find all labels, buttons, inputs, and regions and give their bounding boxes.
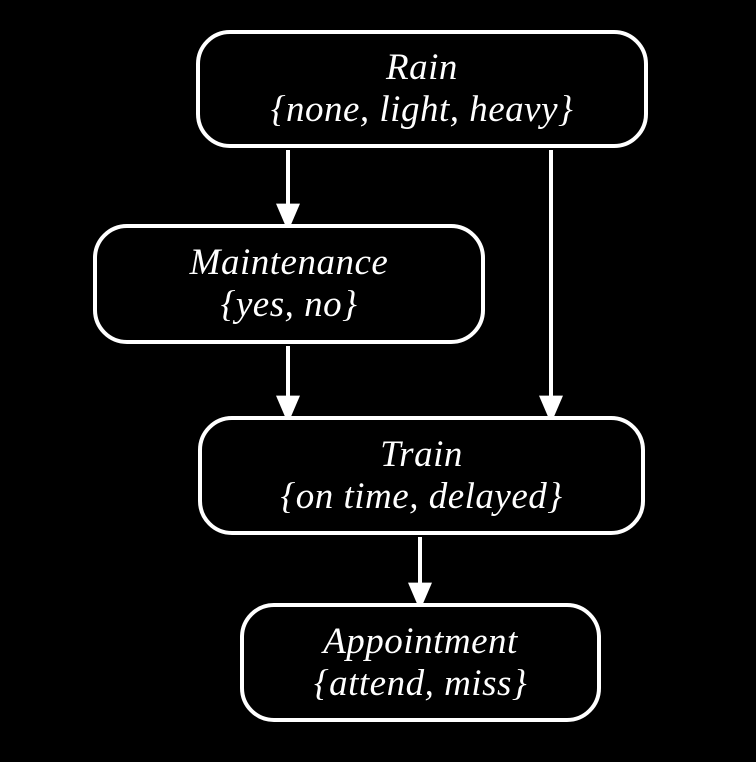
node-appointment-label: Appointment bbox=[323, 620, 518, 662]
node-train-domain: {on time, delayed} bbox=[280, 475, 563, 517]
node-rain-label: Rain bbox=[386, 47, 458, 89]
node-maintenance-label: Maintenance bbox=[189, 242, 389, 284]
node-maintenance[interactable]: Maintenance {yes, no} bbox=[93, 224, 485, 344]
node-rain-domain: {none, light, heavy} bbox=[270, 89, 574, 130]
node-train[interactable]: Train {on time, delayed} bbox=[198, 416, 645, 535]
node-appointment[interactable]: Appointment {attend, miss} bbox=[240, 603, 601, 722]
node-appointment-domain: {attend, miss} bbox=[313, 662, 528, 704]
node-rain[interactable]: Rain {none, light, heavy} bbox=[196, 30, 648, 148]
node-maintenance-domain: {yes, no} bbox=[220, 284, 358, 325]
node-train-label: Train bbox=[380, 433, 463, 475]
